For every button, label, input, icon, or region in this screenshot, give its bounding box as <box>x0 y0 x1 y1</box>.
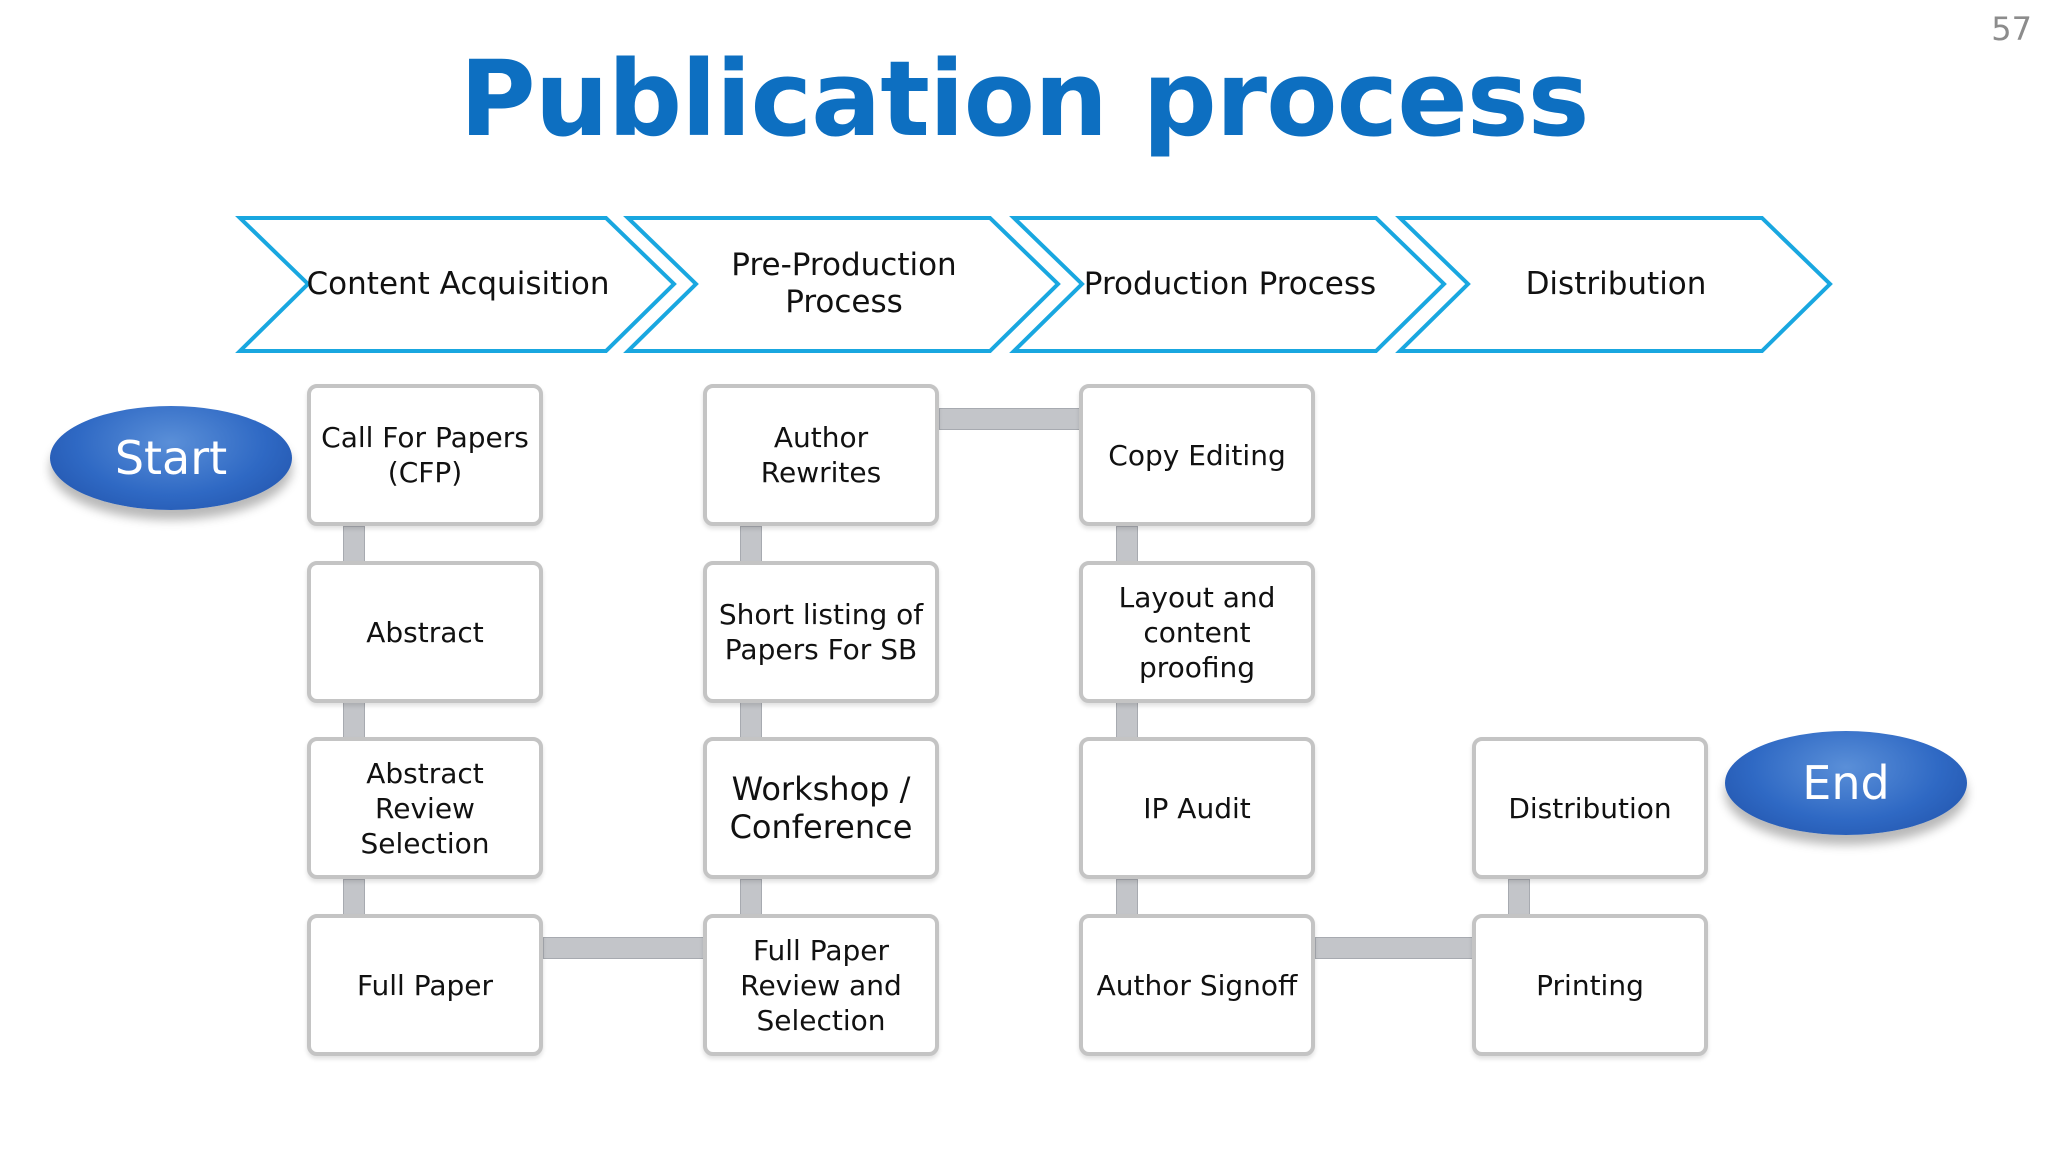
connector <box>740 526 762 562</box>
step-layout-proofing: Layout and content proofing <box>1079 561 1315 703</box>
connector <box>1116 879 1138 915</box>
phase-chevron-distribution <box>1395 216 1833 353</box>
connector <box>543 937 705 959</box>
step-printing: Printing <box>1472 914 1708 1056</box>
phase-label-distribution: Distribution <box>1525 265 1707 302</box>
step-author-rewrites: Author Rewrites <box>703 384 939 526</box>
step-workshop-conference: Workshop / Conference <box>703 737 939 879</box>
phase-chevron-production <box>1009 216 1447 353</box>
phase-label-content-acquisition: Content Acquisition <box>306 265 610 302</box>
connector <box>343 879 365 915</box>
connector <box>343 526 365 562</box>
phase-label-production: Production Process <box>1083 265 1377 302</box>
start-terminal: Start <box>50 406 292 510</box>
step-abstract-review-selection: Abstract Review Selection <box>307 737 543 879</box>
step-full-paper: Full Paper <box>307 914 543 1056</box>
step-distribution: Distribution <box>1472 737 1708 879</box>
page-title: Publication process <box>459 38 1589 160</box>
step-ip-audit: IP Audit <box>1079 737 1315 879</box>
step-author-signoff: Author Signoff <box>1079 914 1315 1056</box>
step-call-for-papers: Call For Papers (CFP) <box>307 384 543 526</box>
connector <box>1116 526 1138 562</box>
connector <box>740 879 762 915</box>
connector <box>1508 879 1530 915</box>
page-number: 57 <box>1991 10 2032 48</box>
step-copy-editing: Copy Editing <box>1079 384 1315 526</box>
step-short-listing: Short listing of Papers For SB <box>703 561 939 703</box>
end-terminal: End <box>1725 731 1967 835</box>
connector <box>740 702 762 738</box>
phase-chevron-content-acquisition <box>235 216 677 353</box>
connector <box>1116 702 1138 738</box>
connector <box>1315 937 1477 959</box>
connector <box>939 408 1081 430</box>
phase-chevron-pre-production <box>623 216 1061 353</box>
step-abstract: Abstract <box>307 561 543 703</box>
phase-label-pre-production: Pre-Production Process <box>731 247 957 320</box>
connector <box>343 702 365 738</box>
step-full-paper-review: Full Paper Review and Selection <box>703 914 939 1056</box>
